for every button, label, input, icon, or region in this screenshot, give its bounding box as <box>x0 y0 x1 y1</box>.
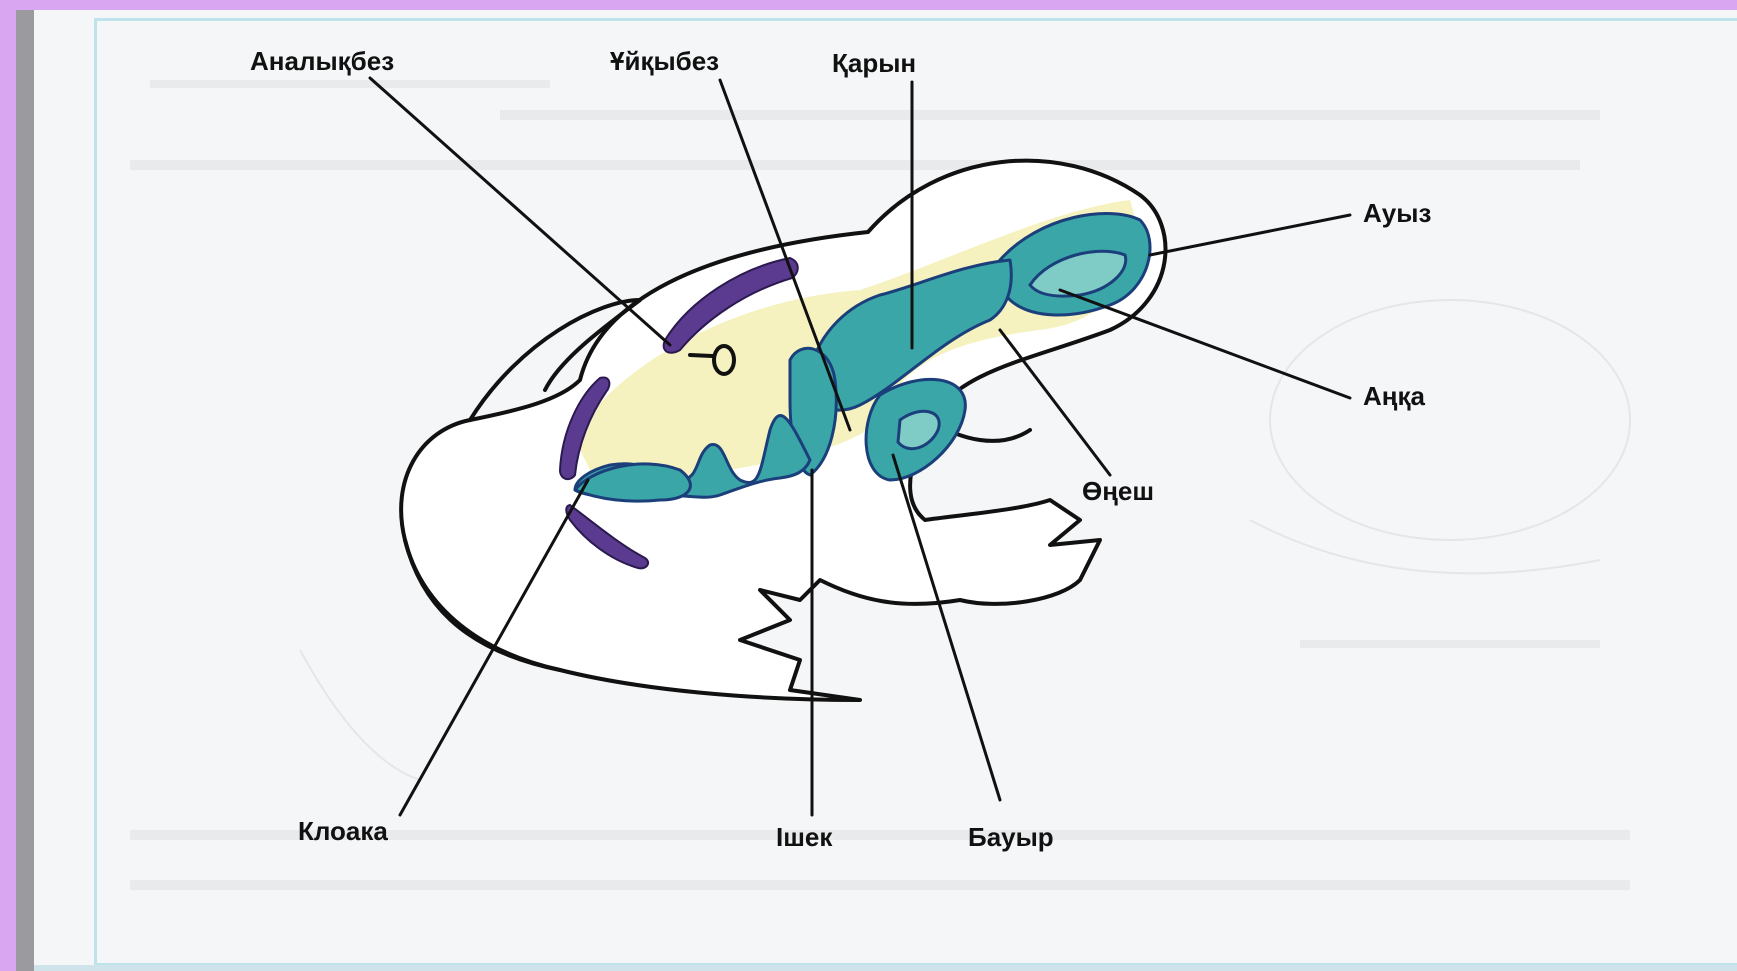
label-cloaca: Клоака <box>298 816 388 846</box>
leader-pharynx <box>1060 290 1350 398</box>
leader-liver <box>893 455 1000 800</box>
label-stomach: Қарын <box>832 48 916 78</box>
label-esophagus: Өңеш <box>1082 476 1154 506</box>
leader-mouth <box>1150 215 1350 255</box>
leader-esophagus <box>1000 330 1110 475</box>
label-pharynx: Аңқа <box>1363 381 1425 411</box>
label-mouth: Ауыз <box>1363 198 1431 228</box>
ovary-egg-stalk <box>690 355 712 356</box>
label-pancreas: Ұйқыбез <box>610 46 719 76</box>
label-intestine: Ішек <box>776 822 833 852</box>
label-ovary: Аналықбез <box>250 46 394 76</box>
label-liver: Бауыр <box>968 822 1054 852</box>
